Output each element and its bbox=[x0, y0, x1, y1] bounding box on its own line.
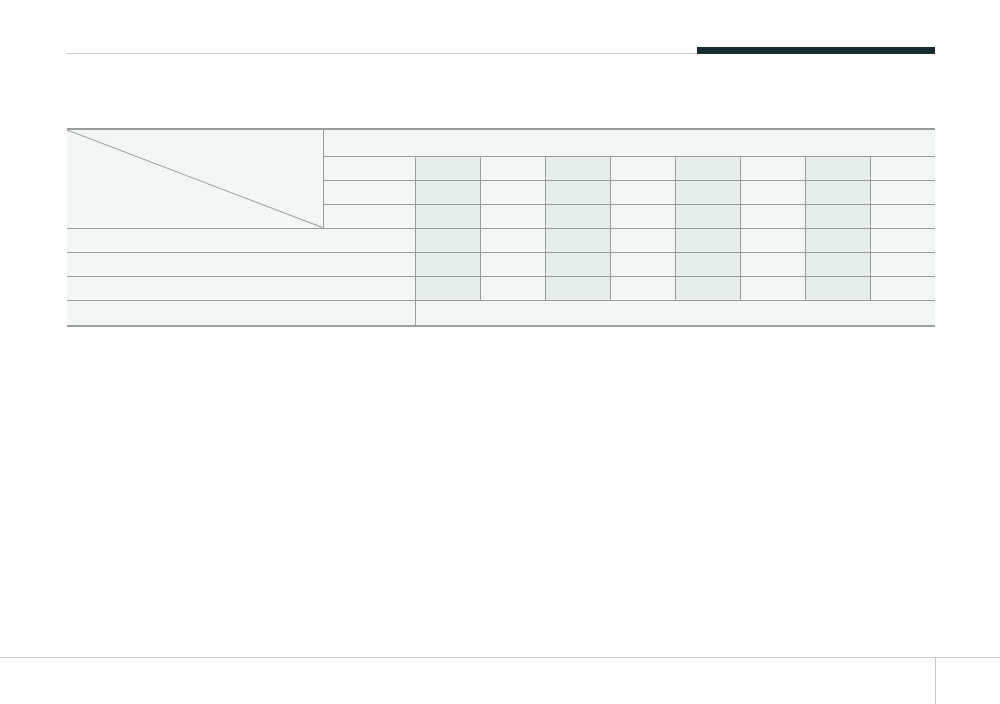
table-row bbox=[67, 251, 936, 277]
table-cell bbox=[674, 275, 741, 301]
table-cell bbox=[479, 179, 546, 205]
footer-merged-cell bbox=[414, 299, 936, 327]
table-cell bbox=[609, 251, 676, 277]
spec-table-container bbox=[67, 128, 936, 327]
table-cell bbox=[609, 275, 676, 301]
table-cell bbox=[804, 203, 871, 229]
table-header-row bbox=[67, 128, 936, 229]
table-cell bbox=[804, 155, 871, 181]
table-cell bbox=[609, 203, 676, 229]
footer-rule bbox=[0, 657, 1000, 658]
row-label bbox=[67, 227, 416, 253]
table-cell bbox=[479, 203, 546, 229]
table-cell bbox=[479, 251, 546, 277]
table-cell bbox=[609, 179, 676, 205]
table-cell bbox=[414, 251, 481, 277]
table-cell bbox=[804, 275, 871, 301]
table-cell bbox=[414, 179, 481, 205]
header-sub-label bbox=[323, 179, 416, 205]
table-cell bbox=[869, 227, 936, 253]
header-group-cell bbox=[322, 128, 936, 157]
table-cell bbox=[544, 179, 611, 205]
header-rule bbox=[67, 53, 697, 54]
table-cell bbox=[479, 227, 546, 253]
spec-table bbox=[67, 128, 936, 327]
table-cell bbox=[739, 179, 806, 205]
diagonal-divider bbox=[67, 130, 323, 228]
table-cell bbox=[674, 155, 741, 181]
table-cell bbox=[544, 251, 611, 277]
table-cell bbox=[739, 155, 806, 181]
table-cell bbox=[414, 155, 481, 181]
table-cell bbox=[739, 203, 806, 229]
table-cell bbox=[869, 275, 936, 301]
table-cell bbox=[544, 227, 611, 253]
table-cell bbox=[804, 227, 871, 253]
table-cell bbox=[804, 179, 871, 205]
table-header-row bbox=[67, 203, 936, 229]
header-sub-label bbox=[323, 203, 416, 229]
row-label bbox=[67, 251, 416, 277]
table-cell bbox=[414, 227, 481, 253]
table-cell bbox=[544, 203, 611, 229]
row-label bbox=[67, 275, 416, 301]
table-cell bbox=[674, 203, 741, 229]
table-cell bbox=[674, 179, 741, 205]
table-cell bbox=[674, 251, 741, 277]
row-label bbox=[67, 299, 416, 327]
table-cell bbox=[869, 155, 936, 181]
table-cell bbox=[869, 251, 936, 277]
table-cell bbox=[869, 203, 936, 229]
table-cell bbox=[739, 251, 806, 277]
table-cell bbox=[674, 227, 741, 253]
table-cell bbox=[739, 275, 806, 301]
header-accent-bar bbox=[697, 47, 935, 54]
table-cell bbox=[479, 155, 546, 181]
footer-page-divider bbox=[935, 657, 936, 704]
table-cell bbox=[544, 155, 611, 181]
diagonal-corner-cell bbox=[67, 128, 324, 229]
table-row bbox=[67, 227, 936, 253]
table-cell bbox=[414, 203, 481, 229]
table-footer-row bbox=[67, 299, 936, 327]
table-cell bbox=[414, 275, 481, 301]
table-cell bbox=[609, 155, 676, 181]
table-cell bbox=[804, 251, 871, 277]
table-cell bbox=[869, 179, 936, 205]
table-cell bbox=[739, 227, 806, 253]
table-header-row bbox=[67, 155, 936, 181]
table-cell bbox=[544, 275, 611, 301]
table-cell bbox=[609, 227, 676, 253]
header-sub-label bbox=[323, 155, 416, 181]
table-row bbox=[67, 275, 936, 301]
table-cell bbox=[479, 275, 546, 301]
